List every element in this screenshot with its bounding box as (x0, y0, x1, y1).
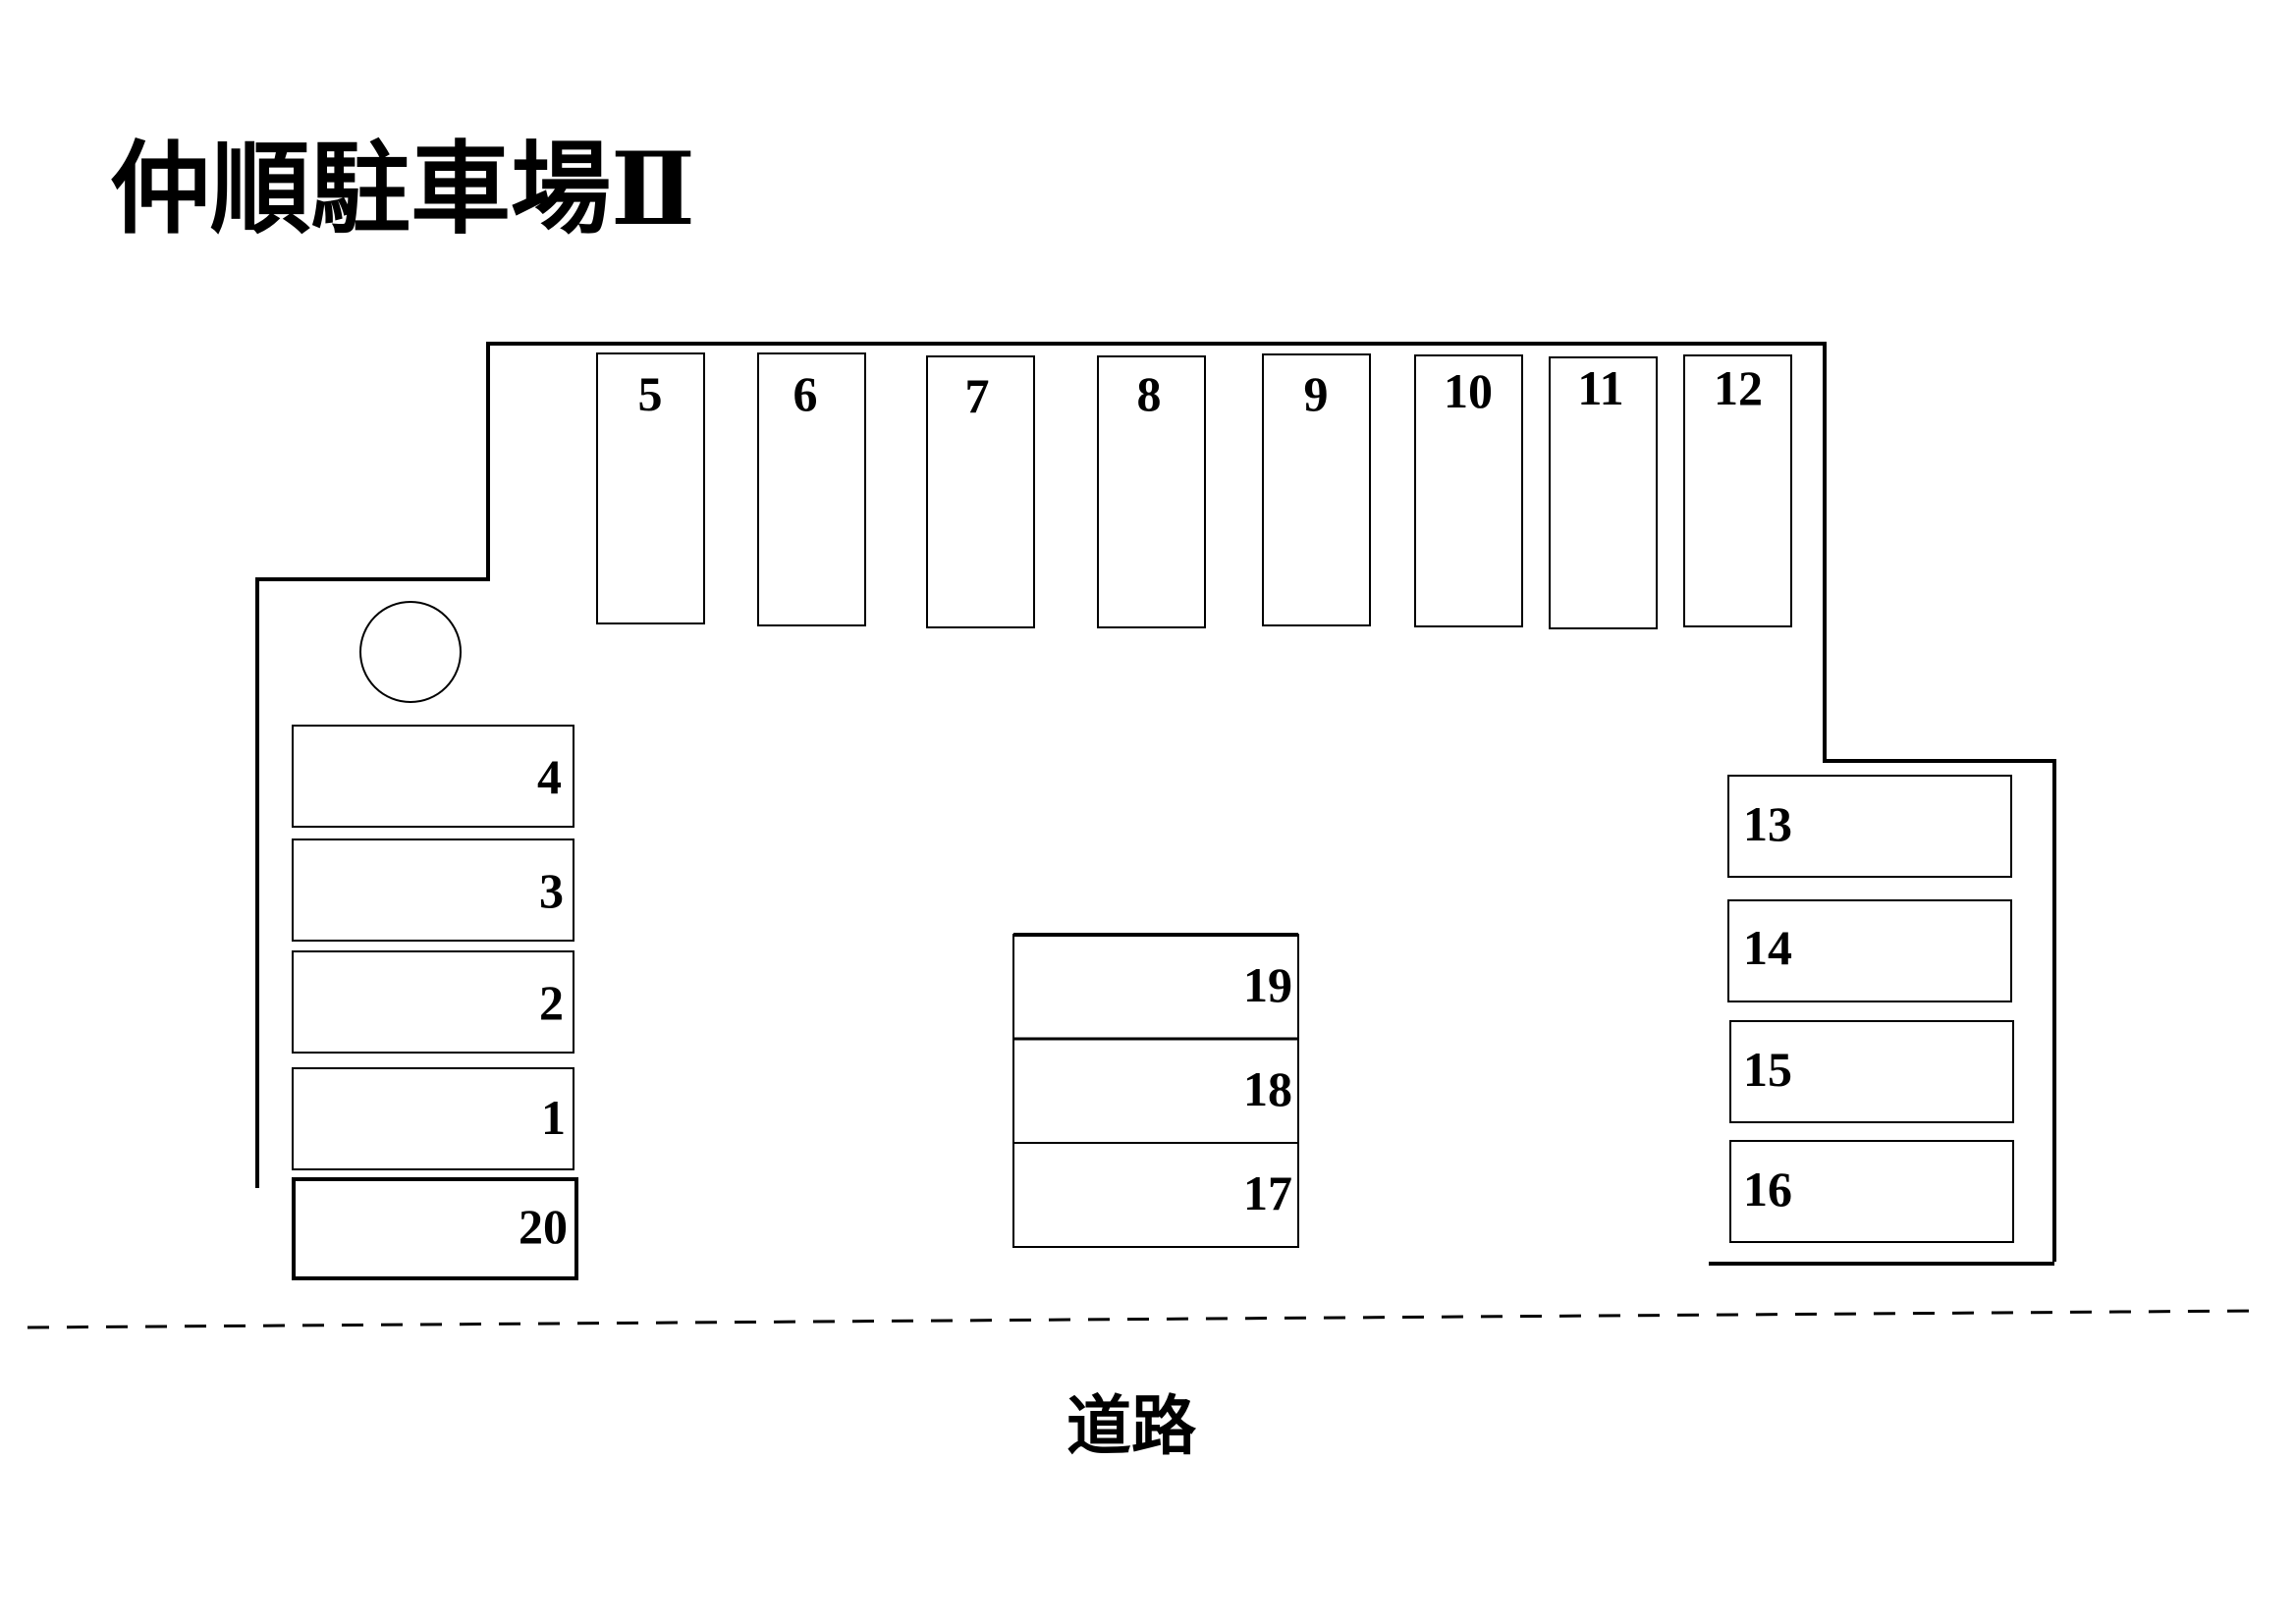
parking-space-14: 14 (1727, 899, 2012, 1002)
space-number-17: 17 (1243, 1165, 1292, 1220)
parking-space-19: 19 (1012, 934, 1299, 1040)
road-boundary-dashed-line (27, 1309, 2260, 1329)
space-number-5: 5 (638, 366, 663, 421)
space-number-20: 20 (519, 1199, 568, 1254)
parking-space-18: 18 (1012, 1038, 1299, 1144)
parking-space-11: 11 (1549, 356, 1658, 629)
page-title: 仲順駐車場Ⅱ (110, 131, 695, 248)
space-number-3: 3 (539, 863, 564, 918)
space-number-19: 19 (1243, 957, 1292, 1012)
parking-space-13: 13 (1727, 775, 2012, 878)
parking-space-1: 1 (292, 1067, 574, 1170)
space-number-12: 12 (1714, 360, 1763, 415)
space-number-7: 7 (965, 368, 990, 423)
parking-space-15: 15 (1729, 1020, 2014, 1123)
space-number-6: 6 (793, 366, 818, 421)
space-number-9: 9 (1304, 366, 1329, 421)
parking-space-16: 16 (1729, 1140, 2014, 1243)
parking-space-7: 7 (926, 355, 1035, 628)
road-label: 道路 (1066, 1387, 1197, 1464)
space-number-1: 1 (541, 1090, 566, 1145)
parking-space-8: 8 (1097, 355, 1206, 628)
parking-space-12: 12 (1683, 354, 1792, 627)
space-number-18: 18 (1243, 1061, 1292, 1116)
parking-space-4: 4 (292, 725, 574, 828)
parking-space-6: 6 (757, 352, 866, 626)
space-number-13: 13 (1743, 796, 1792, 851)
circle-marker (359, 601, 462, 703)
space-number-4: 4 (537, 749, 562, 804)
space-number-10: 10 (1444, 363, 1493, 418)
parking-space-9: 9 (1262, 353, 1371, 626)
space-number-16: 16 (1743, 1162, 1792, 1217)
parking-space-3: 3 (292, 839, 574, 942)
lot-boundary-main (255, 342, 2056, 1262)
parking-space-10: 10 (1414, 354, 1523, 627)
parking-space-2: 2 (292, 950, 574, 1054)
space-number-15: 15 (1743, 1042, 1792, 1097)
parking-space-17: 17 (1012, 1142, 1299, 1248)
space-number-11: 11 (1577, 360, 1623, 415)
space-number-2: 2 (539, 975, 564, 1030)
space-number-8: 8 (1137, 366, 1162, 421)
space-number-14: 14 (1743, 920, 1792, 975)
parking-space-5: 5 (596, 352, 705, 624)
parking-space-20: 20 (292, 1177, 578, 1280)
